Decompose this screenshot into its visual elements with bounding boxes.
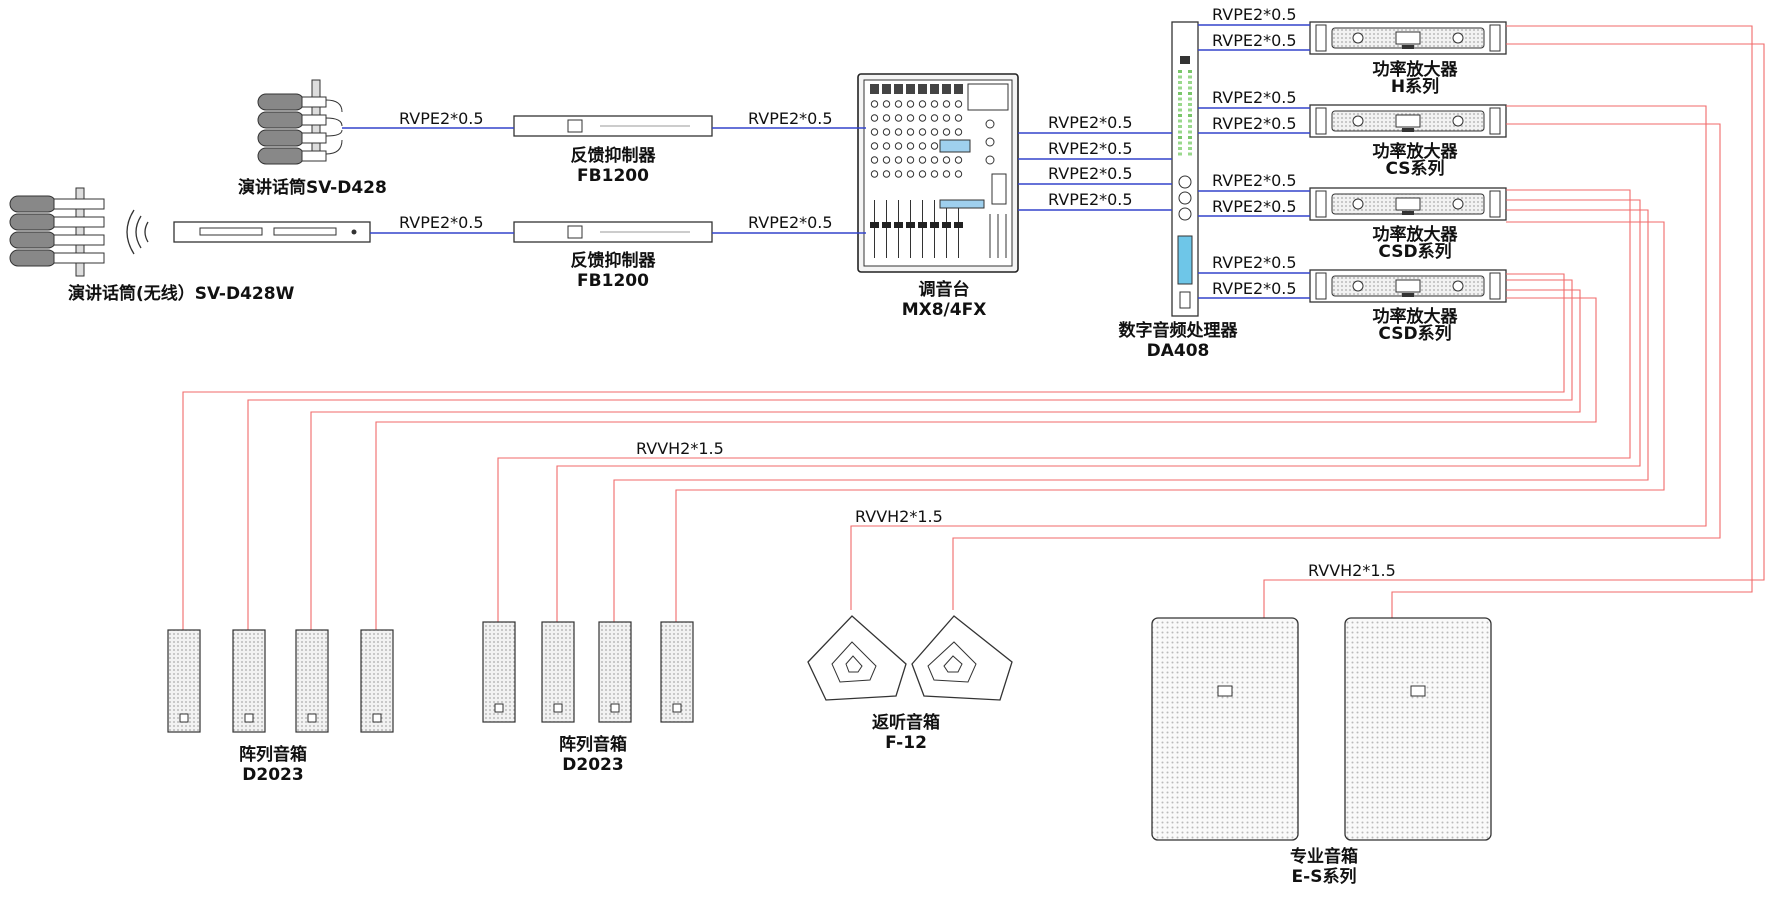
monitor-speaker-1 — [807, 615, 907, 701]
cable-label: RVPE2*0.5 — [1212, 114, 1297, 133]
array-speaker — [660, 621, 694, 723]
amp-csd2-name: 功率放大器 — [1373, 306, 1459, 327]
speaker-cables — [182, 25, 1765, 630]
wireless-receiver — [173, 221, 371, 243]
array-1-name: 阵列音箱 — [239, 744, 307, 765]
amp-h-series: H系列 — [1391, 76, 1439, 97]
speaker-cable-label: RVVH2*1.5 — [855, 507, 943, 526]
feedback-suppressor-1 — [513, 115, 713, 137]
pro-speaker-2 — [1344, 617, 1492, 841]
cable-label: RVPE2*0.5 — [1212, 31, 1297, 50]
feedback-suppressor-2 — [513, 221, 713, 243]
array-speaker — [482, 621, 516, 723]
mixer-channel-strip — [870, 84, 879, 258]
cable-label: RVPE2*0.5 — [1048, 190, 1133, 209]
cable-label: RVPE2*0.5 — [1212, 5, 1297, 24]
mixer-master-section — [939, 83, 1009, 258]
feedback-1-model: FB1200 — [577, 166, 649, 186]
pro-speaker-1 — [1151, 617, 1299, 841]
mixer-channel-strip — [906, 84, 915, 258]
cable-label: RVPE2*0.5 — [748, 109, 833, 128]
cable-label: RVPE2*0.5 — [1212, 253, 1297, 272]
wireless-mic-label: 演讲话筒(无线）SV-D428W — [68, 283, 295, 304]
speaker-cable-label: RVVH2*1.5 — [636, 439, 724, 458]
pro-speaker-model: E-S系列 — [1292, 866, 1357, 887]
array-2-model: D2023 — [562, 755, 623, 775]
monitor-speaker-2 — [911, 615, 1013, 701]
cable-label: RVPE2*0.5 — [748, 213, 833, 232]
amp-csd1-name: 功率放大器 — [1373, 224, 1459, 245]
cable-label: RVPE2*0.5 — [1212, 197, 1297, 216]
dsp-processor — [1171, 21, 1199, 317]
cable-label: RVPE2*0.5 — [399, 109, 484, 128]
feedback-2-name: 反馈抑制器 — [571, 250, 657, 271]
array-speaker — [295, 629, 329, 733]
feedback-1-name: 反馈抑制器 — [571, 145, 657, 166]
amp-cs-series: CS系列 — [1385, 158, 1444, 179]
amplifier-csd1 — [1309, 187, 1507, 221]
wireless-mic-bundle — [9, 187, 105, 277]
mixer-channel-strip — [882, 84, 891, 258]
mixer-model: MX8/4FX — [902, 300, 987, 320]
pro-speaker-name: 专业音箱 — [1290, 846, 1358, 867]
array-speaker — [598, 621, 632, 723]
cable-label: RVPE2*0.5 — [399, 213, 484, 232]
amplifier-cs — [1309, 104, 1507, 138]
array-speaker — [167, 629, 201, 733]
wireless-signal-icon — [126, 209, 149, 255]
feedback-2-model: FB1200 — [577, 271, 649, 291]
cable-label: RVPE2*0.5 — [1212, 171, 1297, 190]
cable-label: RVPE2*0.5 — [1048, 113, 1133, 132]
wired-mic-label: 演讲话筒SV-D428 — [238, 177, 387, 198]
array-1-model: D2023 — [242, 765, 303, 785]
mixer — [857, 73, 1019, 273]
cable-label: RVPE2*0.5 — [1048, 139, 1133, 158]
mixer-channel-strip — [930, 84, 939, 258]
cable-label: RVPE2*0.5 — [1212, 88, 1297, 107]
array-speaker — [541, 621, 575, 723]
amp-csd1-series: CSD系列 — [1378, 241, 1451, 262]
array-2-name: 阵列音箱 — [559, 734, 627, 755]
amp-cs-name: 功率放大器 — [1373, 141, 1459, 162]
cable-label: RVPE2*0.5 — [1048, 164, 1133, 183]
mixer-name: 调音台 — [919, 279, 970, 300]
mixer-channel-strip — [942, 84, 951, 258]
monitor-name: 返听音箱 — [872, 712, 940, 733]
amplifier-h — [1309, 21, 1507, 55]
mixer-channel-strip — [918, 84, 927, 258]
amplifier-csd2 — [1309, 269, 1507, 303]
dsp-name: 数字音频处理器 — [1119, 320, 1239, 341]
dsp-model: DA408 — [1147, 341, 1210, 361]
mixer-channel-strip — [894, 84, 903, 258]
array-speaker — [360, 629, 394, 733]
monitor-model: F-12 — [885, 733, 927, 753]
array-speaker — [232, 629, 266, 733]
cable-label: RVPE2*0.5 — [1212, 279, 1297, 298]
speaker-cable-label: RVVH2*1.5 — [1308, 561, 1396, 580]
signal-cable-labels: RVPE2*0.5 RVPE2*0.5 RVPE2*0.5 RVPE2*0.5 … — [399, 5, 1297, 298]
amp-h-name: 功率放大器 — [1373, 59, 1459, 80]
amp-csd2-series: CSD系列 — [1378, 323, 1451, 344]
wired-mic-bundle — [257, 79, 343, 165]
signal-cables — [342, 24, 1310, 299]
